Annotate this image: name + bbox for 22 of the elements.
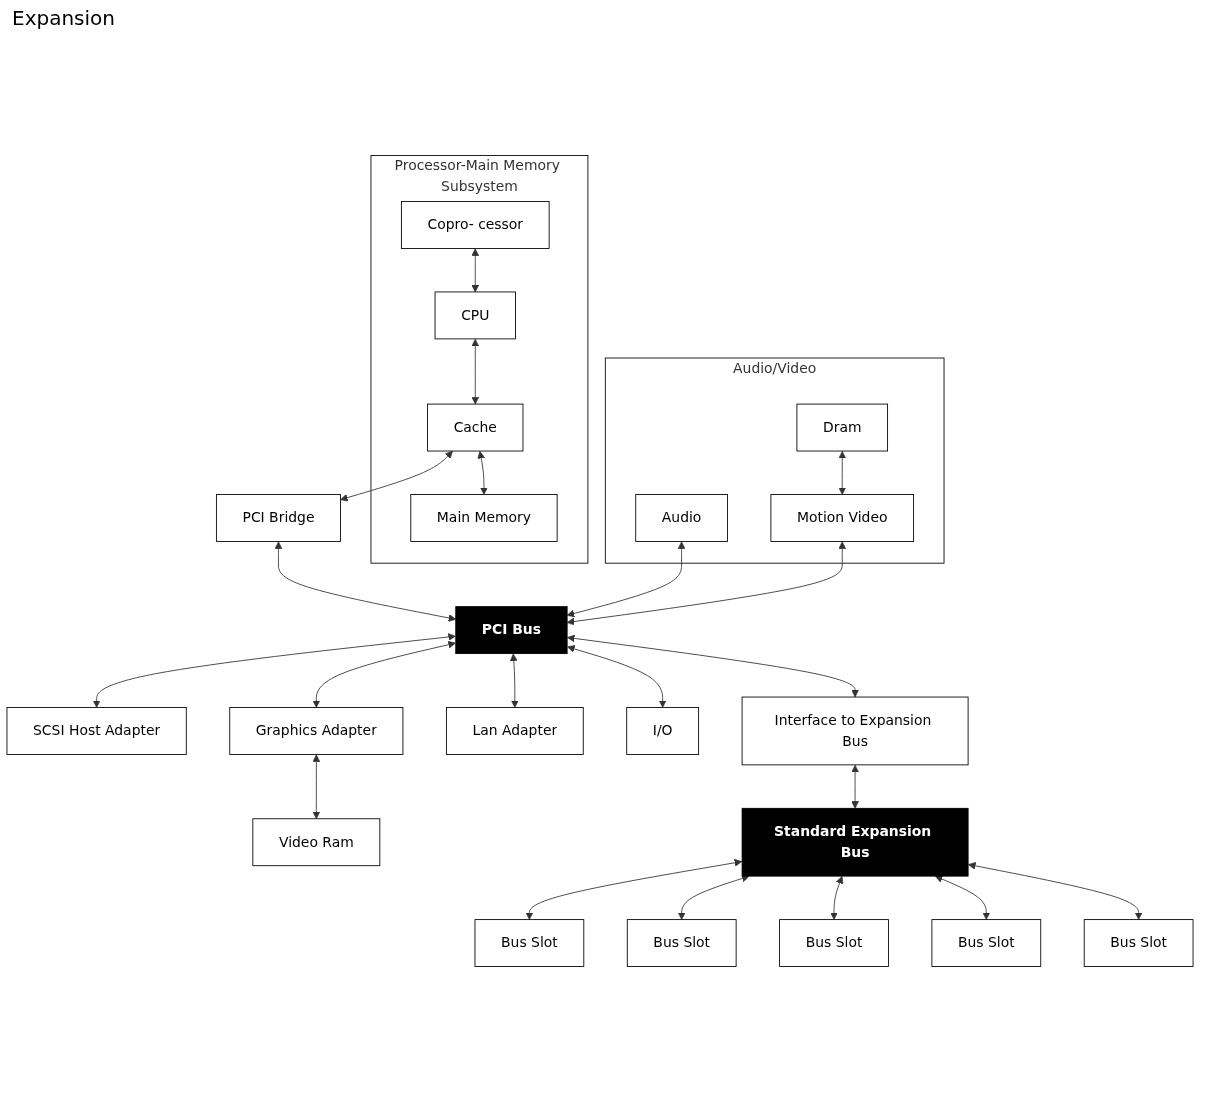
node-box: SCSI Host Adapter (6, 707, 187, 755)
node-box: CPU (434, 291, 516, 340)
node-box: Main Memory (410, 494, 558, 542)
node-box: Standard Expansion Bus (741, 807, 969, 877)
node-box: Bus Slot (474, 919, 585, 967)
note-label: Expansion (12, 6, 116, 30)
node-box: Bus Slot (779, 919, 889, 967)
node-box: Audio (635, 494, 728, 542)
node-box: PCI Bridge (215, 494, 341, 542)
node-box: Copro- cessor (400, 201, 550, 249)
node-box: Bus Slot (1083, 919, 1194, 967)
node-box: Video Ram (252, 818, 381, 867)
node-box: Bus Slot (626, 919, 737, 967)
node-box: Lan Adapter (445, 707, 584, 755)
node-box: Cache (427, 403, 524, 452)
node-box: Bus Slot (931, 919, 1042, 967)
node-box: PCI Bus (455, 606, 568, 654)
node-box: Interface to Expansion Bus (741, 696, 969, 766)
node-box: Graphics Adapter (229, 707, 404, 755)
node-box: Motion Video (770, 494, 915, 542)
node-box: I/O (626, 707, 700, 755)
node-box: Dram (796, 403, 888, 452)
